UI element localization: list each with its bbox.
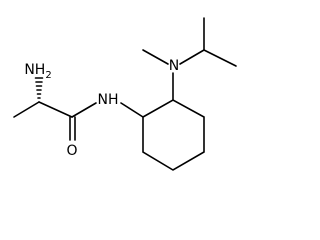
cyclohexane-ring [142,99,205,171]
hashed-wedge-bond [34,77,44,99]
bond-carbonyl-nh [71,102,97,118]
bond-n-methyl [142,49,169,65]
carbonyl-oxygen-label: O [66,143,77,159]
bond-n-isopropyl [179,49,205,65]
amide-nh-label: NH [98,92,119,108]
atom-labels: NH2 O NH N [24,58,179,159]
bond-nh-ring [120,102,144,118]
bond-methyl-alpha [13,101,40,118]
chemical-structure: NH2 O NH N [13,17,237,171]
amine-nh2-label: NH2 [24,62,51,81]
bond-alpha-carbonyl [38,101,73,118]
bond-isopropyl-methyl-right [203,49,237,67]
tertiary-nitrogen-label: N [169,58,179,74]
bonds [13,17,237,171]
